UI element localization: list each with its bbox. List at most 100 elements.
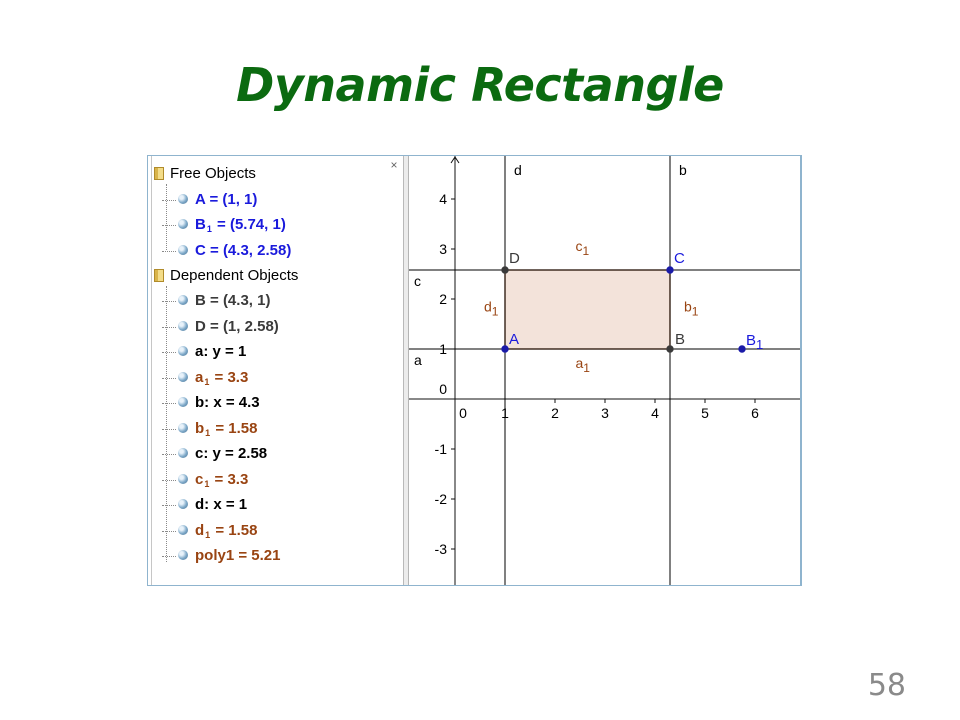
x-tick-label: 3 bbox=[601, 405, 609, 421]
object-name: b bbox=[195, 420, 205, 437]
object-definition: : y = 2.58 bbox=[203, 445, 268, 462]
object-name: a bbox=[195, 343, 204, 360]
point-label-B1-text: B bbox=[746, 332, 756, 349]
visibility-toggle-icon[interactable] bbox=[178, 474, 188, 485]
algebra-item-text: b1 = 1.58 bbox=[195, 420, 258, 438]
tree-connector bbox=[162, 199, 176, 201]
point-label-A: A bbox=[509, 331, 519, 348]
segment-label-b1: b1 bbox=[684, 299, 699, 319]
point-B bbox=[666, 345, 674, 353]
segment-label-c1: c1 bbox=[576, 238, 590, 258]
tree-folder[interactable]: Free Objects bbox=[154, 163, 256, 185]
y-tick-label: 4 bbox=[439, 191, 447, 207]
object-name: a bbox=[195, 369, 204, 386]
folder-icon bbox=[154, 268, 164, 282]
point-label-B: B bbox=[675, 331, 685, 348]
tree-connector bbox=[162, 250, 176, 252]
visibility-toggle-icon[interactable] bbox=[178, 448, 188, 459]
tree-connector bbox=[162, 479, 176, 481]
algebra-item[interactable]: c: y = 2.58 bbox=[162, 443, 267, 465]
visibility-toggle-icon[interactable] bbox=[178, 346, 188, 357]
algebra-item[interactable]: d: x = 1 bbox=[162, 494, 247, 516]
object-name: D bbox=[195, 318, 206, 335]
algebra-item[interactable]: A = (1, 1) bbox=[162, 189, 257, 211]
object-name: C bbox=[195, 242, 206, 259]
algebra-item[interactable]: B = (4.3, 1) bbox=[162, 290, 270, 312]
tree-folder[interactable]: Dependent Objects bbox=[154, 265, 298, 287]
point-D bbox=[501, 266, 509, 274]
algebra-item[interactable]: b1 = 1.58 bbox=[162, 418, 257, 440]
point-label-B1: B1 bbox=[746, 332, 763, 352]
point-label-B-text: B bbox=[675, 331, 685, 348]
object-definition: = (1, 2.58) bbox=[205, 318, 279, 335]
algebra-item-text: d1 = 1.58 bbox=[195, 522, 258, 540]
object-definition: = (5.74, 1) bbox=[212, 216, 286, 233]
algebra-item[interactable]: C = (4.3, 2.58) bbox=[162, 240, 291, 262]
visibility-toggle-icon[interactable] bbox=[178, 423, 188, 434]
object-definition: = 1.58 bbox=[211, 522, 258, 539]
algebra-item-text: B1 = (5.74, 1) bbox=[195, 216, 286, 234]
object-subscript: 1 bbox=[204, 479, 210, 489]
point-label-C: C bbox=[674, 250, 685, 267]
algebra-item-text: c1 = 3.3 bbox=[195, 471, 249, 489]
object-definition: = (1, 1) bbox=[205, 191, 258, 208]
algebra-item[interactable]: poly1 = 5.21 bbox=[162, 545, 280, 567]
y-tick-label: -2 bbox=[435, 491, 448, 507]
x-tick-label: 4 bbox=[651, 405, 659, 421]
segment-label-d1: d1 bbox=[484, 299, 499, 319]
line-label-d: d bbox=[514, 162, 522, 178]
object-subscript: 1 bbox=[205, 428, 211, 438]
tree-connector bbox=[162, 224, 176, 226]
algebra-item[interactable]: B1 = (5.74, 1) bbox=[162, 214, 286, 236]
line-label-b-text: b bbox=[679, 162, 687, 178]
object-definition: = 3.3 bbox=[210, 471, 249, 488]
x-tick-label: 6 bbox=[751, 405, 759, 421]
visibility-toggle-icon[interactable] bbox=[178, 550, 188, 561]
visibility-toggle-icon[interactable] bbox=[178, 397, 188, 408]
panel-splitter[interactable] bbox=[404, 156, 409, 585]
point-label-A-text: A bbox=[509, 331, 519, 348]
segment-label-d1-text: d bbox=[484, 299, 492, 315]
point-label-B1-subscript: 1 bbox=[756, 337, 763, 352]
algebra-item-text: B = (4.3, 1) bbox=[195, 292, 270, 309]
object-name: d bbox=[195, 522, 205, 539]
object-definition: = 3.3 bbox=[210, 369, 249, 386]
y-tick-label: 2 bbox=[439, 291, 447, 307]
visibility-toggle-icon[interactable] bbox=[178, 525, 188, 536]
segment-label-b1-text: b bbox=[684, 299, 692, 315]
segment-label-a1-text: a bbox=[576, 355, 584, 371]
object-name: A bbox=[195, 191, 206, 208]
segment-label-d1-subscript: 1 bbox=[492, 305, 499, 319]
close-icon[interactable]: × bbox=[390, 158, 398, 172]
visibility-toggle-icon[interactable] bbox=[178, 372, 188, 383]
tree-connector bbox=[162, 300, 176, 302]
object-definition: = 1.58 bbox=[211, 420, 258, 437]
object-definition: = (4.3, 2.58) bbox=[205, 242, 292, 259]
algebra-item[interactable]: a: y = 1 bbox=[162, 341, 246, 363]
algebra-item[interactable]: D = (1, 2.58) bbox=[162, 316, 279, 338]
segment-label-c1-subscript: 1 bbox=[583, 244, 590, 258]
tree-connector bbox=[162, 428, 176, 430]
slide-title: Dynamic Rectangle bbox=[236, 58, 724, 112]
visibility-toggle-icon[interactable] bbox=[178, 295, 188, 306]
algebra-item-text: A = (1, 1) bbox=[195, 191, 257, 208]
algebra-item-text: c: y = 2.58 bbox=[195, 445, 267, 462]
algebra-item[interactable]: a1 = 3.3 bbox=[162, 367, 248, 389]
visibility-toggle-icon[interactable] bbox=[178, 219, 188, 230]
visibility-toggle-icon[interactable] bbox=[178, 499, 188, 510]
tree-connector bbox=[162, 530, 176, 532]
algebra-item[interactable]: d1 = 1.58 bbox=[162, 520, 257, 542]
algebra-item[interactable]: b: x = 4.3 bbox=[162, 392, 260, 414]
y-tick-label: 0 bbox=[439, 381, 447, 397]
object-name: d bbox=[195, 496, 205, 513]
visibility-toggle-icon[interactable] bbox=[178, 194, 188, 205]
x-tick-label: 5 bbox=[701, 405, 709, 421]
object-definition: = 5.21 bbox=[234, 547, 281, 564]
point-A bbox=[501, 345, 509, 353]
visibility-toggle-icon[interactable] bbox=[178, 245, 188, 256]
algebra-item[interactable]: c1 = 3.3 bbox=[162, 469, 248, 491]
visibility-toggle-icon[interactable] bbox=[178, 321, 188, 332]
